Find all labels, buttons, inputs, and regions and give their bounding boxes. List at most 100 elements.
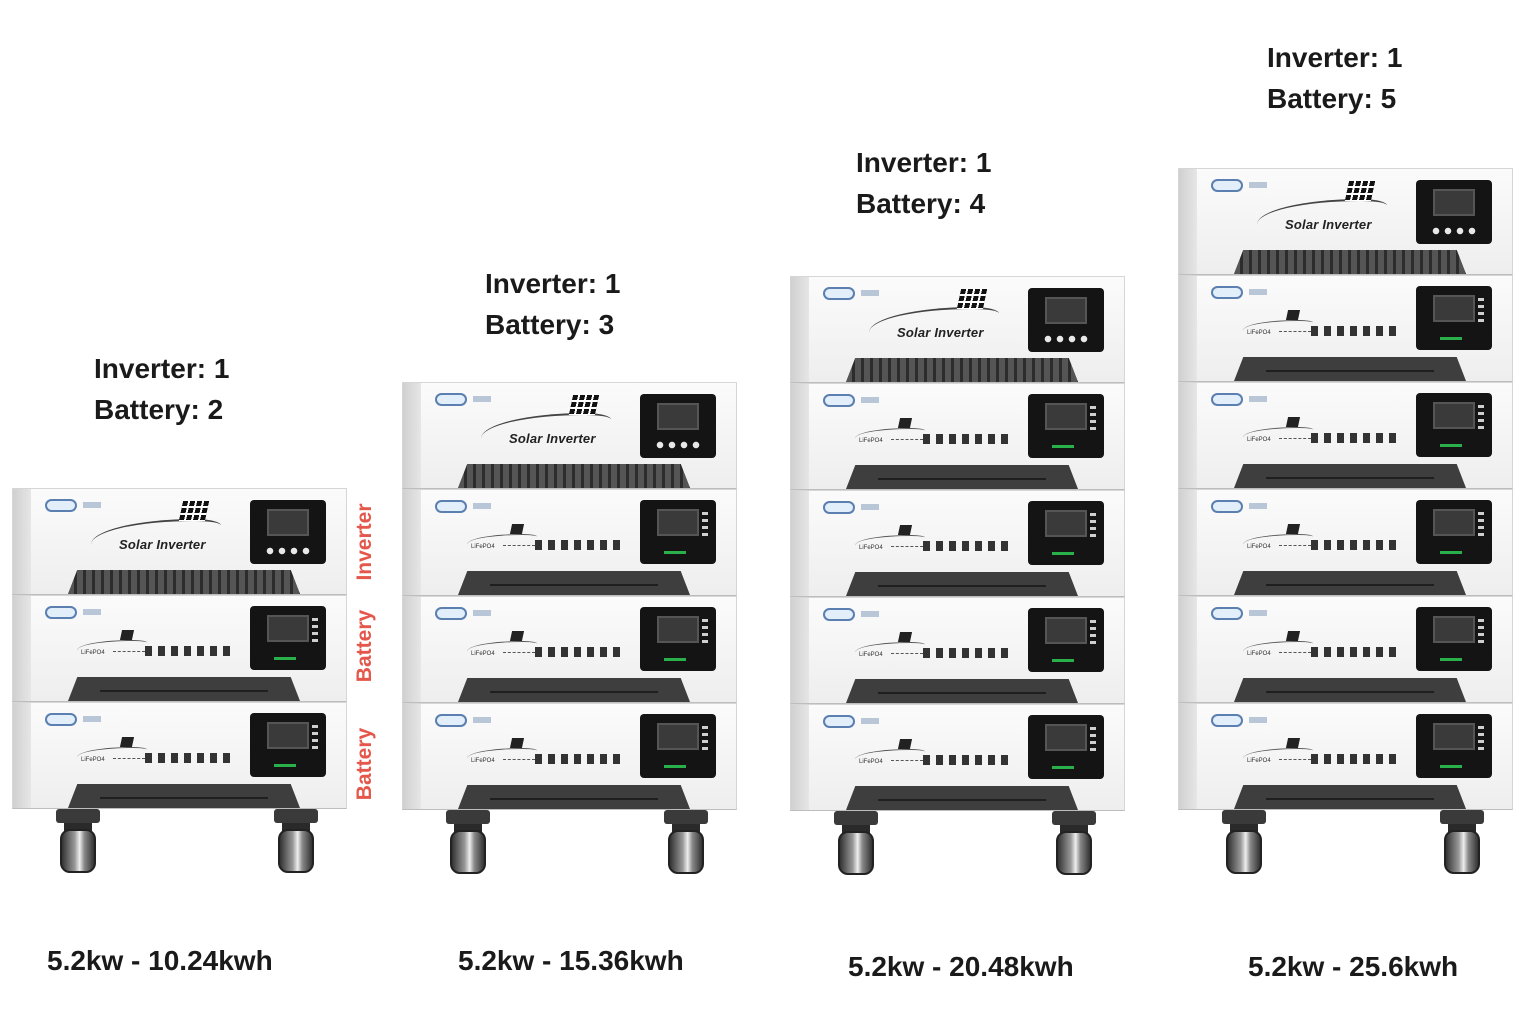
display-screen: [250, 713, 326, 777]
vent-grille: [846, 358, 1078, 382]
display-screen: [1416, 180, 1492, 244]
brand-logo-text: [861, 397, 879, 403]
caster-wheel-right: [270, 809, 322, 873]
inverter-unit: Solar Inverter: [12, 488, 347, 595]
status-led: [274, 764, 296, 767]
cable-line: [1279, 652, 1311, 653]
caster-wheel-left: [1218, 810, 1270, 874]
battery-base: [458, 785, 690, 809]
unit-side-edge: [403, 490, 421, 595]
brand-logo-icon: [1211, 500, 1243, 513]
brand-logo-icon: [435, 393, 467, 406]
battery-base: [68, 677, 300, 701]
inverter-brand-text: Solar Inverter: [509, 431, 596, 446]
swoosh-graphic: [855, 428, 925, 441]
status-led: [1052, 766, 1074, 769]
brand-logo-icon: [823, 394, 855, 407]
display-screen: [1416, 500, 1492, 564]
battery-unit: LiFePO4: [1178, 489, 1513, 596]
indicator-leds: [702, 512, 708, 536]
connector-ports: [923, 541, 1011, 551]
solar-panel-icon: [119, 737, 135, 747]
wheel-icon: [60, 829, 96, 873]
battery-model-text: LiFePO4: [1247, 330, 1271, 336]
unit-side-edge: [13, 489, 31, 594]
solar-panel-icon: [509, 738, 525, 748]
indicator-leds: [1090, 406, 1096, 430]
solar-panel-icon: [568, 395, 600, 415]
lcd-display: [1433, 402, 1475, 429]
cable-line: [1279, 331, 1311, 332]
indicator-leds: [1090, 620, 1096, 644]
wheel-icon: [838, 831, 874, 875]
status-led: [1440, 551, 1462, 554]
inverter-unit: Solar Inverter: [790, 276, 1125, 383]
unit-side-edge: [791, 277, 809, 382]
status-led: [664, 765, 686, 768]
swoosh-graphic: [855, 642, 925, 655]
display-screen: [1028, 288, 1104, 352]
lcd-display: [657, 616, 699, 643]
battery-model-text: LiFePO4: [81, 650, 105, 656]
caster-wheel-left: [830, 811, 882, 875]
battery-unit: LiFePO4: [790, 704, 1125, 811]
indicator-leds: [702, 726, 708, 750]
connector-ports: [145, 753, 233, 763]
battery-unit: LiFePO4: [1178, 596, 1513, 703]
solar-panel-icon: [1285, 417, 1301, 427]
brand-logo-icon: [45, 713, 77, 726]
brand-logo-icon: [823, 287, 855, 300]
brand-logo-text: [473, 717, 491, 723]
cable-line: [503, 545, 535, 546]
brand-logo-icon: [1211, 286, 1243, 299]
wheel-mount: [446, 810, 490, 824]
indicator-leds: [702, 619, 708, 643]
display-screen: [640, 394, 716, 458]
brand-logo-text: [83, 609, 101, 615]
swoosh-graphic: [467, 748, 537, 761]
caster-wheel-left: [52, 809, 104, 873]
wheel-mount: [274, 809, 318, 823]
display-screen: [1416, 714, 1492, 778]
display-screen: [640, 714, 716, 778]
swoosh-graphic: [1257, 199, 1387, 231]
connector-ports: [1311, 540, 1399, 550]
lcd-display: [1433, 616, 1475, 643]
control-buttons: [1432, 227, 1478, 235]
connector-ports: [535, 540, 623, 550]
display-screen: [1028, 501, 1104, 565]
wheel-mount: [1052, 811, 1096, 825]
wheel-mount: [1222, 810, 1266, 824]
battery-unit: LiFePO4: [1178, 703, 1513, 810]
lcd-display: [657, 509, 699, 536]
inverter-unit: Solar Inverter: [1178, 168, 1513, 275]
battery-base: [846, 572, 1078, 596]
lcd-display: [267, 615, 309, 642]
unit-side-edge: [13, 703, 31, 808]
battery-count-label: Battery: 3: [485, 309, 615, 340]
battery-base: [458, 678, 690, 702]
battery-model-text: LiFePO4: [471, 544, 495, 550]
brand-logo-icon: [1211, 393, 1243, 406]
battery-unit: LiFePO4: [1178, 382, 1513, 489]
connector-ports: [535, 754, 623, 764]
battery-model-text: LiFePO4: [1247, 651, 1271, 657]
unit-side-edge: [1179, 276, 1197, 381]
brand-logo-text: [861, 504, 879, 510]
indicator-leds: [1478, 298, 1484, 322]
battery-base: [846, 465, 1078, 489]
swoosh-graphic: [869, 307, 999, 339]
battery-count-label: Battery: 5: [1267, 83, 1397, 114]
swoosh-graphic: [855, 535, 925, 548]
caster-wheel-left: [442, 810, 494, 874]
cable-line: [1279, 438, 1311, 439]
lcd-display: [1045, 403, 1087, 430]
lcd-display: [1045, 617, 1087, 644]
swoosh-graphic: [481, 413, 611, 445]
battery-unit: LiFePO4: [790, 490, 1125, 597]
connector-ports: [1311, 433, 1399, 443]
brand-logo-text: [1249, 289, 1267, 295]
swoosh-graphic: [1243, 427, 1313, 440]
